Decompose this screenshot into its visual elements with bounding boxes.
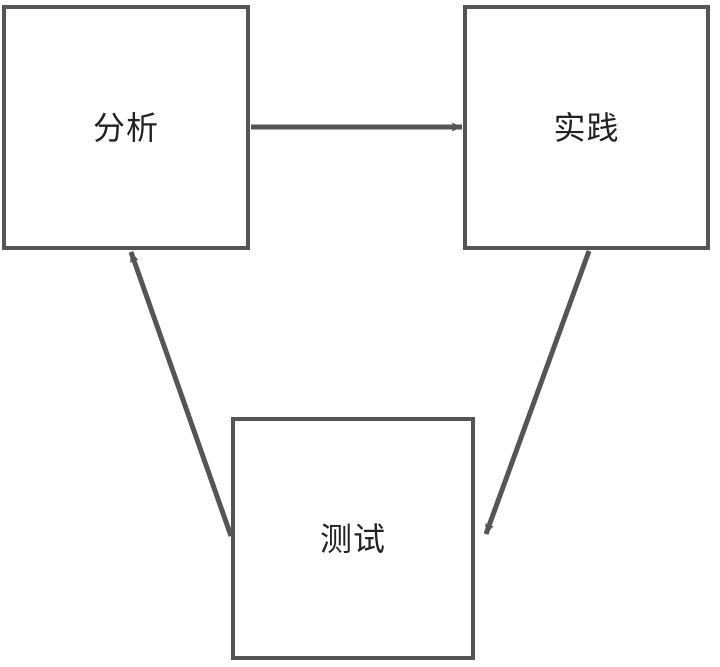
node-test-label: 测试 <box>319 519 386 558</box>
node-analysis-label: 分析 <box>92 108 159 147</box>
node-analysis[interactable]: 分析 <box>2 5 250 250</box>
node-test[interactable]: 测试 <box>231 417 475 660</box>
node-practice-label: 实践 <box>553 108 620 147</box>
edge-practice-to-test <box>483 250 592 535</box>
edge-test-to-analysis <box>128 251 234 537</box>
node-practice[interactable]: 实践 <box>463 5 710 250</box>
